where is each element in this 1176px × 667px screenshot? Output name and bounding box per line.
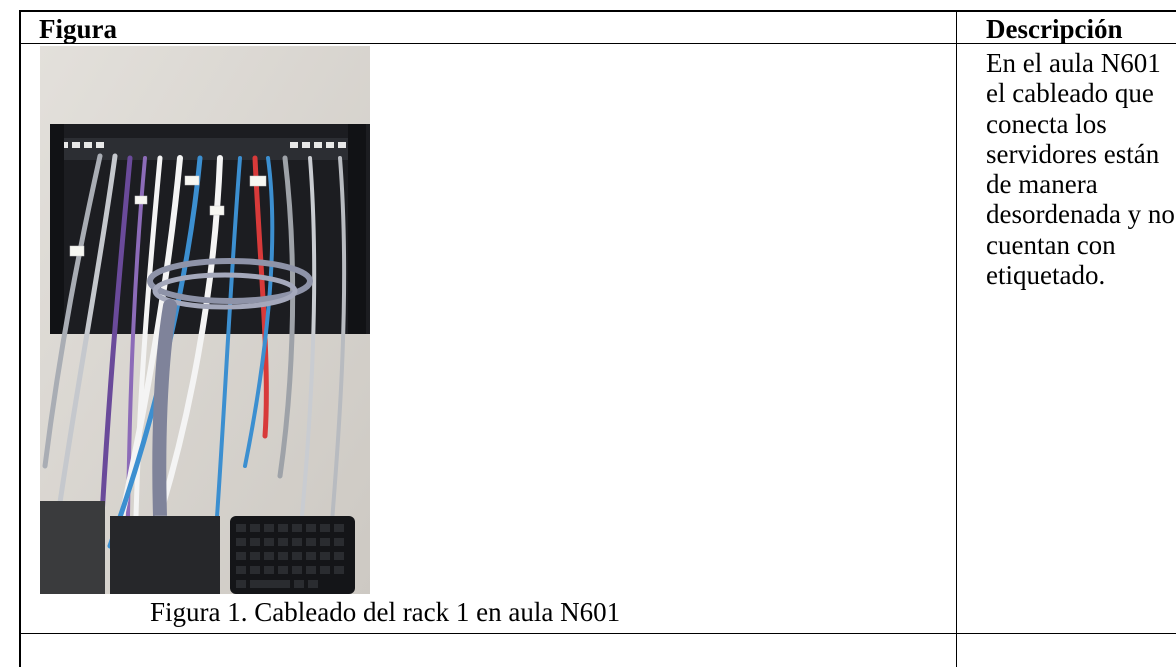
rack-photo: [40, 46, 370, 594]
header-figura: Figura: [39, 14, 117, 44]
table-row-divider: [19, 633, 1176, 634]
figure-caption: Figura 1. Cableado del rack 1 en aula N6…: [150, 597, 621, 627]
description-text: En el aula N601 el cableado que conecta …: [986, 48, 1175, 291]
rack-photo-illustration: [40, 46, 370, 594]
table-border-left: [19, 10, 21, 667]
keyboard: [230, 516, 355, 594]
header-descripcion: Descripción: [986, 14, 1123, 44]
table-border-header-bottom: [19, 43, 1176, 44]
device-left: [40, 501, 105, 594]
device-center: [110, 516, 220, 594]
table-column-divider: [956, 10, 957, 667]
table-border-top: [19, 10, 1176, 12]
